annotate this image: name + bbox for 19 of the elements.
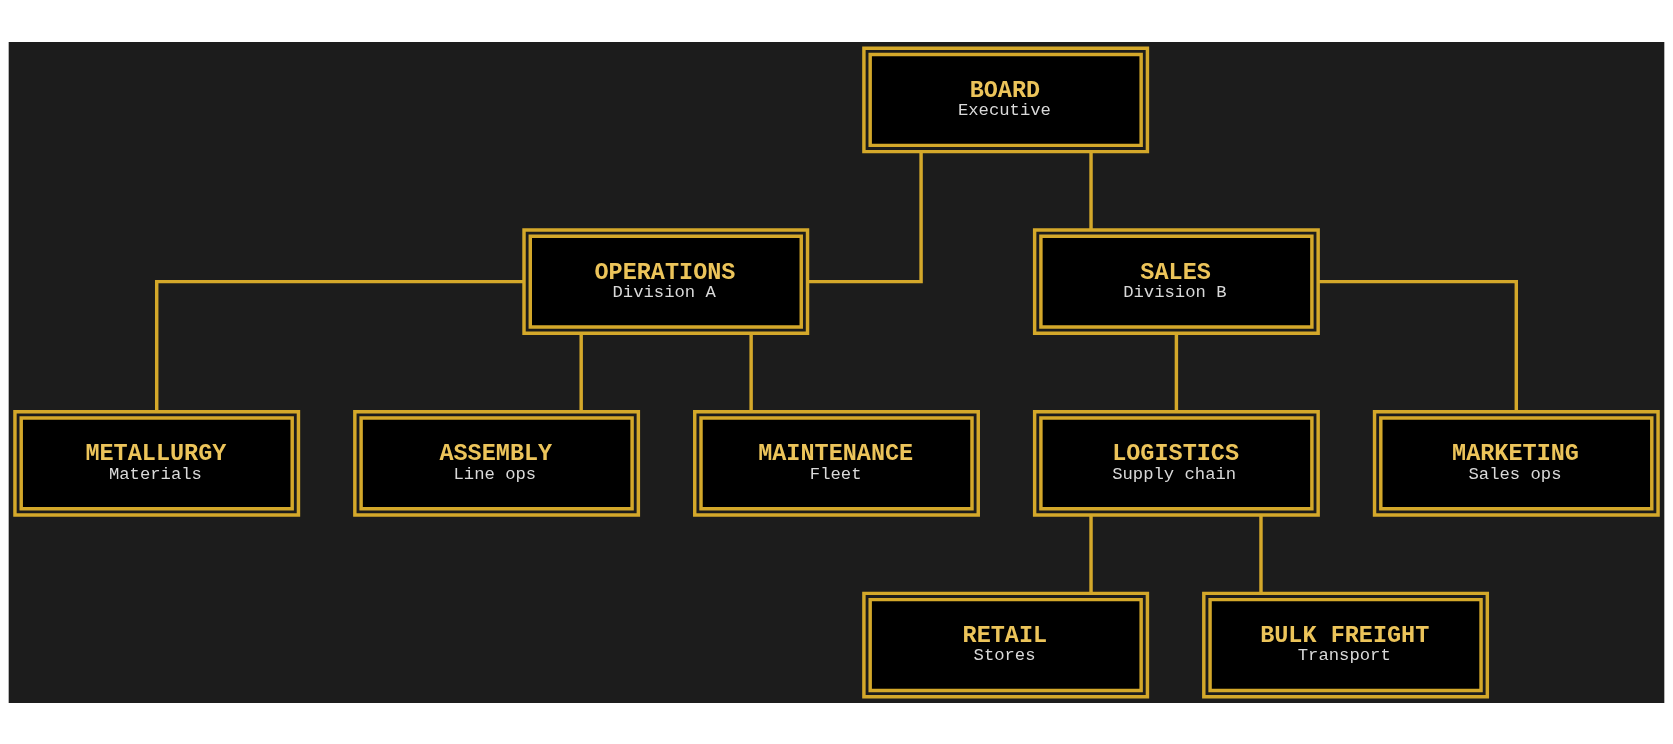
connector bbox=[579, 333, 583, 411]
node-box: OPERATIONS Division A bbox=[522, 227, 810, 335]
connector bbox=[1089, 514, 1093, 593]
connector bbox=[749, 333, 753, 411]
node-box: MARKETING Sales ops bbox=[1372, 409, 1660, 517]
connector bbox=[1259, 514, 1263, 593]
node-box: BOARD Executive bbox=[862, 46, 1150, 153]
node-box: METALLURGY Materials bbox=[13, 409, 301, 517]
node-box: SALES Division B bbox=[1032, 227, 1320, 335]
node-box: ASSEMBLY Line ops bbox=[353, 409, 641, 517]
node-box: RETAIL Stores bbox=[862, 591, 1150, 698]
connector bbox=[1318, 279, 1519, 411]
connector bbox=[807, 151, 923, 283]
node-box: MAINTENANCE Fleet bbox=[693, 409, 980, 517]
node-box: LOGISTICS Supply chain bbox=[1032, 409, 1320, 517]
connector bbox=[1089, 151, 1093, 230]
connector bbox=[154, 279, 524, 411]
connector bbox=[1174, 333, 1179, 411]
node-box: BULK FREIGHT Transport bbox=[1202, 591, 1490, 698]
